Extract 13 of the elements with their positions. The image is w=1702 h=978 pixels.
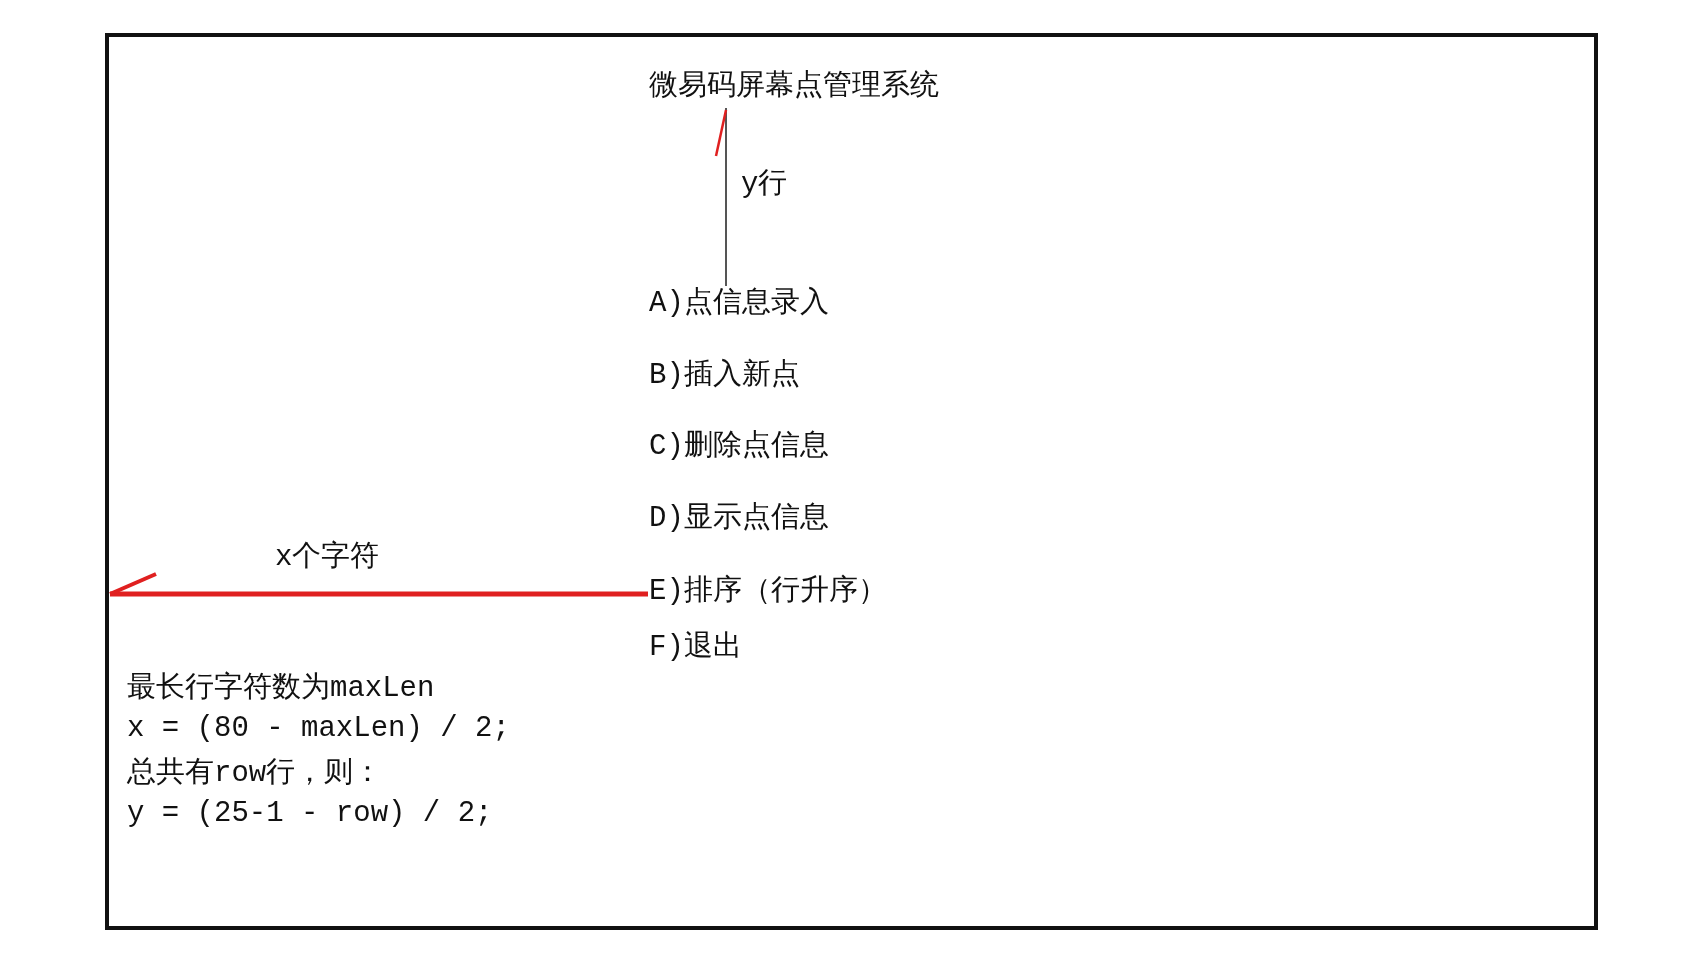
menu-item: F)退出 — [649, 631, 742, 665]
note-text: y = (25-1 - row) / 2; — [127, 797, 493, 831]
menu-item: D)显示点信息 — [649, 502, 829, 536]
menu-item: E)排序（行升序） — [649, 575, 887, 609]
title-text: 微易码屏幕点管理系统 — [649, 70, 939, 104]
note-text: x = (80 - maxLen) / 2; — [127, 712, 510, 746]
menu-item: B)插入新点 — [649, 359, 800, 393]
dimension-label: x个字符 — [275, 541, 380, 575]
menu-item: A)点信息录入 — [649, 287, 829, 321]
note-text: 总共有row行，则： — [127, 757, 383, 791]
dimension-label: y行 — [741, 168, 788, 202]
menu-item: C)删除点信息 — [649, 430, 829, 464]
note-text: 最长行字符数为maxLen — [127, 672, 435, 706]
